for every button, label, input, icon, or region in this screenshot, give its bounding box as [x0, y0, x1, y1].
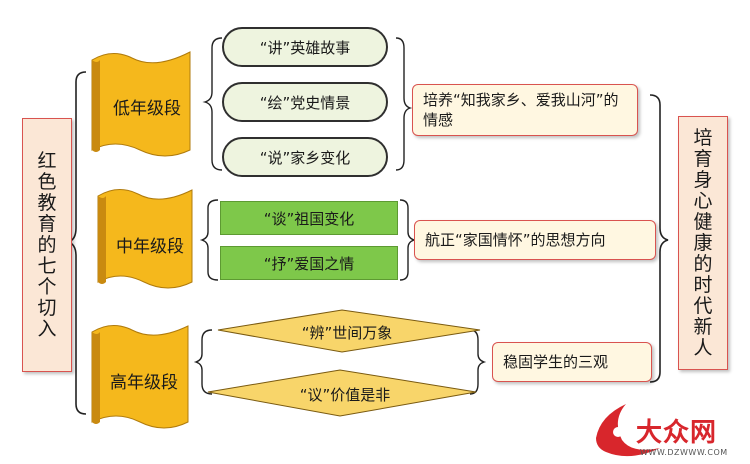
right-title: 培育身心健康的时代新人	[693, 126, 713, 359]
pill-shuo: “说”家乡变化	[222, 137, 388, 177]
pill-hui-label: “绘”党史情景	[259, 93, 351, 112]
watermark-logo-mark	[596, 404, 660, 457]
left-title: 红色教育的七个切入	[37, 149, 57, 340]
left-title-box: 红色教育的七个切入	[22, 118, 72, 372]
scroll-banner-mid	[97, 189, 193, 289]
low-right-brace	[395, 37, 413, 171]
pill-shuo-label: “说”家乡变化	[259, 148, 351, 167]
outcome-mid-text: 航正“家国情怀”的思想方向	[425, 231, 606, 249]
right-brace	[649, 94, 669, 383]
outcome-high-text: 稳固学生的三观	[503, 353, 609, 371]
box-shu: “抒”爱国之情	[220, 246, 398, 280]
outcome-low: 培养“知我家乡、爱我山河”的情感	[412, 84, 638, 136]
high-left-brace	[193, 329, 213, 395]
outcome-high: 稳固学生的三观	[492, 342, 652, 382]
box-shu-label: “抒”爱国之情	[263, 254, 355, 273]
diamond-yi-label: “议”价值是非	[299, 386, 391, 404]
high-right-brace	[469, 329, 487, 395]
watermark-logo-text: 大众网	[636, 418, 718, 448]
level-label-mid: 中年级段	[116, 237, 184, 257]
diamond-bian-label: “辨”世间万象	[301, 324, 393, 342]
pill-jiang-label: “讲”英雄故事	[259, 38, 351, 57]
right-title-box: 培育身心健康的时代新人	[678, 116, 728, 370]
watermark-url: WWW.DZWWW.COM	[640, 448, 728, 457]
outcome-mid: 航正“家国情怀”的思想方向	[414, 220, 656, 260]
outcome-low-text: 培养“知我家乡、爱我山河”的情感	[423, 91, 619, 129]
scroll-banner-low	[91, 51, 191, 157]
scroll-banner-high	[91, 325, 189, 429]
level-label-high: 高年级段	[110, 373, 178, 393]
pill-jiang: “讲”英雄故事	[222, 27, 388, 67]
diamond-bian	[217, 309, 481, 353]
mid-left-brace	[199, 199, 219, 281]
level-label-low: 低年级段	[113, 99, 181, 119]
box-tan-label: “谈”祖国变化	[263, 209, 355, 228]
diamond-yi	[207, 369, 477, 417]
box-tan: “谈”祖国变化	[220, 201, 398, 235]
low-left-brace	[202, 37, 223, 171]
pill-hui: “绘”党史情景	[222, 82, 388, 122]
mid-right-brace	[399, 199, 417, 281]
